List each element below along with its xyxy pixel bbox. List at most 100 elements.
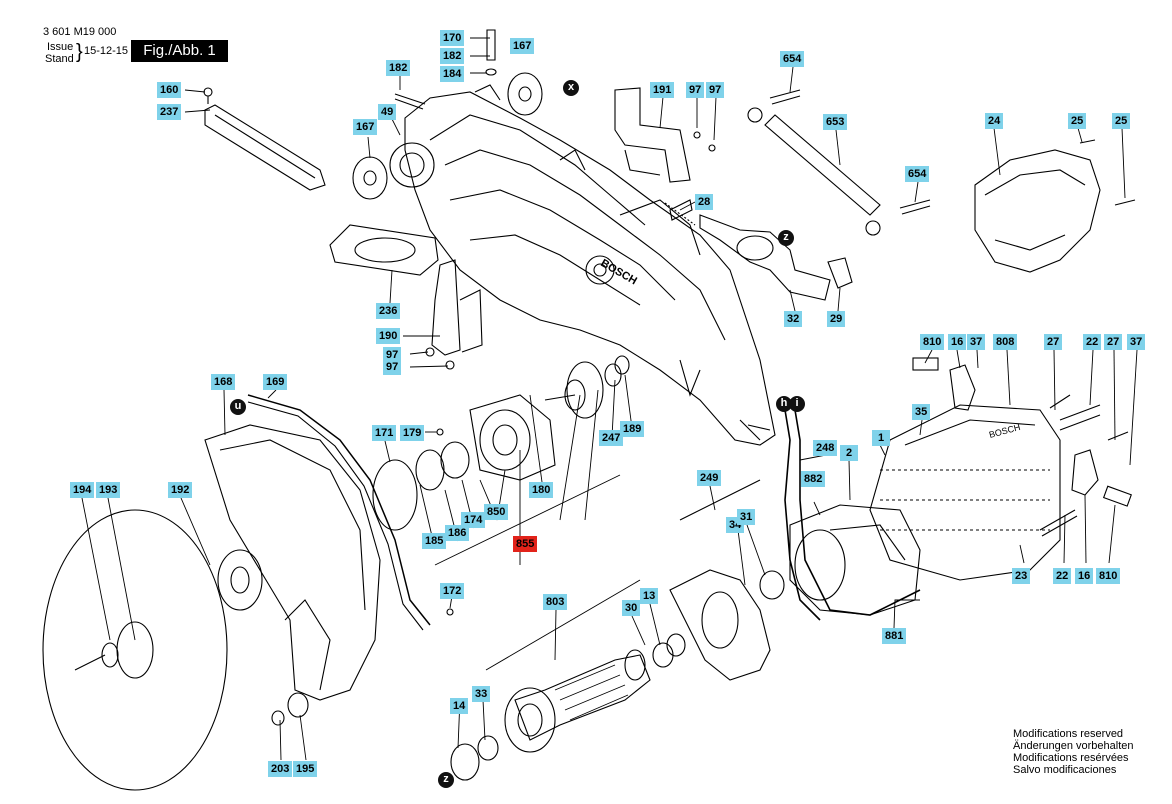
- field-coil: [789, 504, 921, 616]
- gear-shaft: [544, 355, 630, 419]
- part-label-30: 30: [622, 600, 641, 616]
- motor-cover: [974, 139, 1136, 273]
- fan-baffle: [669, 569, 785, 681]
- part-label-49: 49: [378, 104, 397, 120]
- part-label-803: 803: [543, 594, 568, 610]
- part-label-236: 236: [376, 303, 401, 319]
- part-label-28: 28: [695, 194, 714, 210]
- part-label-27: 27: [1104, 334, 1123, 350]
- part-label-16: 16: [948, 334, 967, 350]
- document-number: 3 601 M19 000: [43, 26, 117, 38]
- brushes-and-holders: [912, 357, 1132, 507]
- note-line-2: Änderungen vorbehalten: [1013, 740, 1134, 752]
- part-label-191: 191: [650, 82, 675, 98]
- part-label-167: 167: [510, 38, 535, 54]
- reference-marker-x: x: [563, 80, 579, 96]
- part-label-855-highlighted: 855: [513, 536, 538, 552]
- stand-label: Stand: [45, 53, 74, 65]
- part-label-169: 169: [263, 374, 288, 390]
- part-label-189: 189: [620, 421, 645, 437]
- part-label-31: 31: [737, 509, 756, 525]
- part-label-203: 203: [268, 761, 293, 777]
- top-left-parts: [203, 29, 543, 370]
- part-label-192: 192: [168, 482, 193, 498]
- part-label-24: 24: [985, 113, 1004, 129]
- part-label-185: 185: [422, 533, 447, 549]
- brace: }: [76, 41, 83, 63]
- part-label-182: 182: [440, 48, 465, 64]
- motor-housing: BOSCH: [869, 404, 1101, 581]
- part-label-22: 22: [1053, 568, 1072, 584]
- upper-arm-housing: BOSCH: [389, 84, 776, 446]
- part-label-186: 186: [445, 525, 470, 541]
- gas-spring: [747, 89, 931, 236]
- reference-marker-z: z: [778, 230, 794, 246]
- guard-spring-169: [247, 394, 431, 631]
- part-label-654: 654: [905, 166, 930, 182]
- armature: [450, 633, 686, 781]
- part-label-16: 16: [1075, 568, 1094, 584]
- part-label-35: 35: [912, 404, 931, 420]
- part-label-168: 168: [211, 374, 236, 390]
- note-line-3: Modifications resérvées: [1013, 752, 1129, 764]
- part-label-653: 653: [823, 114, 848, 130]
- part-label-190: 190: [376, 328, 401, 344]
- part-label-194: 194: [70, 482, 95, 498]
- reference-marker-z: z: [438, 772, 454, 788]
- part-label-247: 247: [599, 430, 624, 446]
- reference-marker-u: u: [230, 399, 246, 415]
- part-label-13: 13: [640, 588, 659, 604]
- part-label-882: 882: [801, 471, 826, 487]
- part-label-97: 97: [383, 359, 402, 375]
- part-label-23: 23: [1012, 568, 1031, 584]
- saw-blade: [42, 509, 228, 791]
- issue-label: Issue: [47, 41, 74, 53]
- issue-date: 15-12-15: [84, 45, 129, 57]
- part-label-195: 195: [293, 761, 318, 777]
- part-label-174: 174: [461, 512, 486, 528]
- part-label-237: 237: [157, 104, 182, 120]
- reference-marker-h: h: [776, 396, 792, 412]
- part-label-248: 248: [813, 440, 838, 456]
- part-label-850: 850: [484, 504, 509, 520]
- part-label-881: 881: [882, 628, 907, 644]
- part-label-654: 654: [780, 51, 805, 67]
- part-label-2: 2: [840, 445, 858, 461]
- part-label-1: 1: [872, 430, 890, 446]
- part-label-25: 25: [1112, 113, 1131, 129]
- part-label-33: 33: [472, 686, 491, 702]
- part-label-810: 810: [920, 334, 945, 350]
- part-label-37: 37: [1127, 334, 1146, 350]
- blade-guard: [204, 424, 381, 726]
- part-label-182: 182: [386, 60, 411, 76]
- part-label-32: 32: [784, 311, 803, 327]
- part-label-25: 25: [1068, 113, 1087, 129]
- part-label-97: 97: [686, 82, 705, 98]
- part-label-810: 810: [1096, 568, 1121, 584]
- part-label-808: 808: [993, 334, 1018, 350]
- part-label-29: 29: [827, 311, 846, 327]
- part-label-184: 184: [440, 66, 465, 82]
- leader-lines: [81, 37, 1138, 761]
- figure-title: Fig./Abb. 1: [131, 40, 228, 62]
- part-label-37: 37: [967, 334, 986, 350]
- svg-text:BOSCH: BOSCH: [988, 422, 1022, 440]
- part-label-22: 22: [1083, 334, 1102, 350]
- part-label-97: 97: [706, 82, 725, 98]
- part-label-160: 160: [157, 82, 182, 98]
- note-line-1: Modifications reserved: [1013, 728, 1124, 740]
- part-label-171: 171: [372, 425, 397, 441]
- part-label-249: 249: [697, 470, 722, 486]
- part-label-180: 180: [529, 482, 554, 498]
- reference-marker-i: i: [789, 396, 805, 412]
- part-label-179: 179: [400, 425, 425, 441]
- part-label-167: 167: [353, 119, 378, 135]
- part-label-14: 14: [450, 698, 469, 714]
- part-label-27: 27: [1044, 334, 1063, 350]
- note-line-4: Salvo modificaciones: [1013, 764, 1117, 776]
- part-label-170: 170: [440, 30, 465, 46]
- part-label-193: 193: [96, 482, 121, 498]
- part-label-172: 172: [440, 583, 465, 599]
